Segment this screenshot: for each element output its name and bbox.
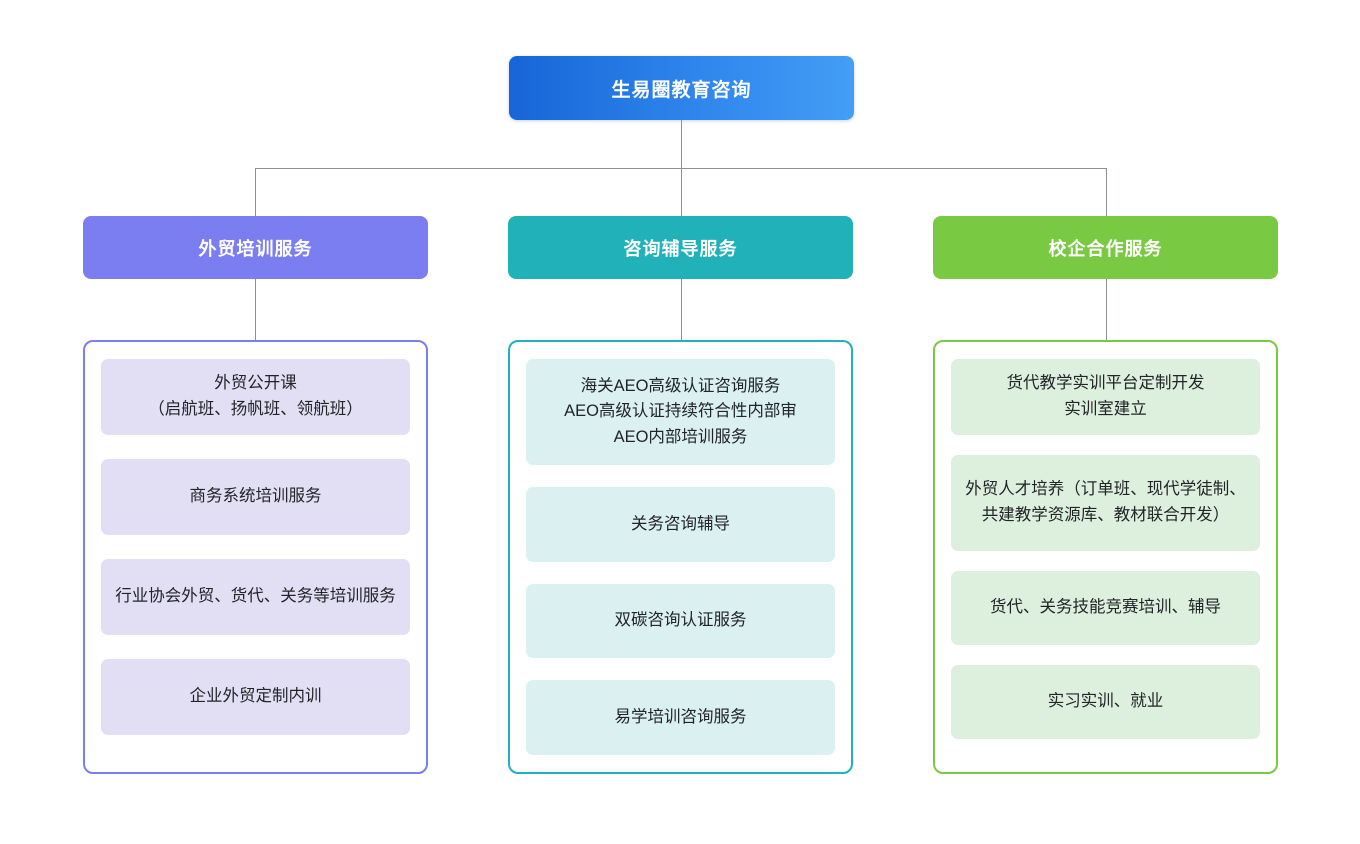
- leaf-card[interactable]: 外贸公开课 （启航班、扬帆班、领航班）: [101, 359, 410, 435]
- leaf-card[interactable]: 外贸人才培养（订单班、现代学徒制、共建教学资源库、教材联合开发）: [951, 455, 1260, 551]
- connector-drop-branch-2: [681, 168, 682, 216]
- leaf-card[interactable]: 行业协会外贸、货代、关务等培训服务: [101, 559, 410, 635]
- leaf-card[interactable]: 实习实训、就业: [951, 665, 1260, 739]
- connector-stem-branch-3: [1106, 279, 1107, 340]
- branch-header-2[interactable]: 咨询辅导服务: [508, 216, 853, 279]
- root-node[interactable]: 生易圈教育咨询: [509, 56, 854, 120]
- branch-header-1[interactable]: 外贸培训服务: [83, 216, 428, 279]
- leaf-card[interactable]: 关务咨询辅导: [526, 486, 835, 562]
- leaf-card[interactable]: 海关AEO高级认证咨询服务 AEO高级认证持续符合性内部审 AEO内部培训服务: [526, 359, 835, 465]
- leaf-card[interactable]: 货代教学实训平台定制开发 实训室建立: [951, 359, 1260, 435]
- leaf-card[interactable]: 商务系统培训服务: [101, 459, 410, 535]
- connector-drop-branch-1: [255, 168, 256, 216]
- connector-drop-branch-3: [1106, 168, 1107, 216]
- connector-root-stem: [681, 120, 682, 168]
- branch-column-1: 外贸培训服务 外贸公开课 （启航班、扬帆班、领航班） 商务系统培训服务 行业协会…: [83, 216, 428, 774]
- branch-column-2: 咨询辅导服务 海关AEO高级认证咨询服务 AEO高级认证持续符合性内部审 AEO…: [508, 216, 853, 774]
- leaf-card[interactable]: 双碳咨询认证服务: [526, 583, 835, 659]
- branch-box-2: 海关AEO高级认证咨询服务 AEO高级认证持续符合性内部审 AEO内部培训服务 …: [508, 340, 853, 774]
- branch-column-3: 校企合作服务 货代教学实训平台定制开发 实训室建立 外贸人才培养（订单班、现代学…: [933, 216, 1278, 774]
- leaf-card[interactable]: 企业外贸定制内训: [101, 659, 410, 735]
- connector-stem-branch-1: [255, 279, 256, 340]
- branch-box-3: 货代教学实训平台定制开发 实训室建立 外贸人才培养（订单班、现代学徒制、共建教学…: [933, 340, 1278, 774]
- connector-stem-branch-2: [681, 279, 682, 340]
- leaf-card[interactable]: 货代、关务技能竞赛培训、辅导: [951, 571, 1260, 645]
- branch-header-3[interactable]: 校企合作服务: [933, 216, 1278, 279]
- leaf-card[interactable]: 易学培训咨询服务: [526, 680, 835, 755]
- branch-box-1: 外贸公开课 （启航班、扬帆班、领航班） 商务系统培训服务 行业协会外贸、货代、关…: [83, 340, 428, 774]
